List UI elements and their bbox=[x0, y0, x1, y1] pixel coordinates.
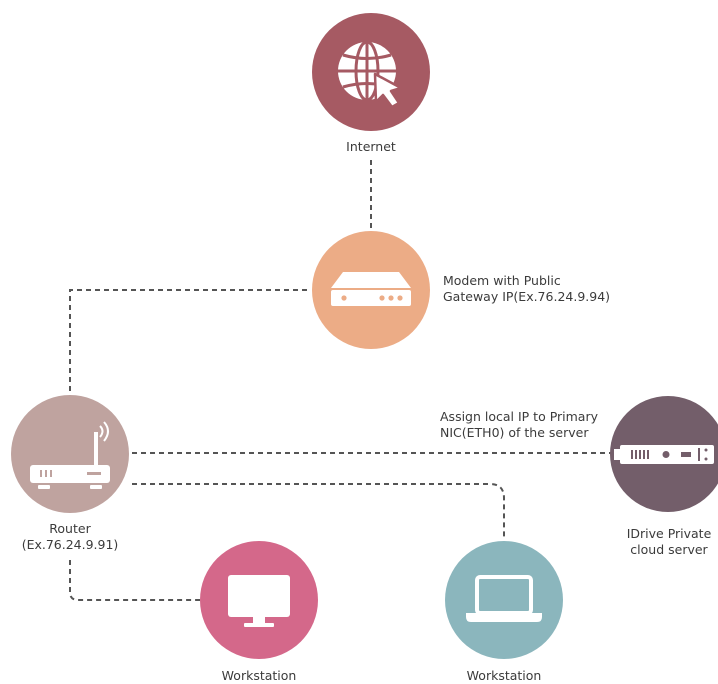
server-node bbox=[610, 396, 718, 512]
workstation-desktop-node bbox=[200, 541, 318, 659]
connector-router-desktop bbox=[69, 560, 200, 601]
modem-label-line-1: Modem with Public bbox=[443, 273, 561, 288]
router-label-line-2: (Ex.76.24.9.91) bbox=[21, 537, 119, 552]
globe-cursor-icon bbox=[338, 40, 403, 109]
modem-node bbox=[312, 231, 430, 349]
modem-label: Modem with Public Gateway IP(Ex.76.24.9.… bbox=[443, 273, 610, 305]
internet-label: Internet bbox=[346, 139, 396, 154]
router-label-line-1: Router bbox=[49, 521, 91, 536]
rack-server-icon bbox=[614, 445, 714, 464]
server-label-line-1: IDrive Private bbox=[626, 526, 712, 541]
connector-router-laptop bbox=[132, 483, 505, 540]
workstation-laptop-label: Workstation bbox=[466, 668, 542, 683]
desktop-monitor-icon bbox=[228, 575, 290, 627]
server-label: IDrive Private cloud server bbox=[627, 526, 712, 558]
router-server-connection-label: Assign local IP to Primary NIC(ETH0) of … bbox=[440, 409, 598, 441]
connector-modem-router bbox=[69, 289, 307, 393]
internet-node bbox=[312, 13, 430, 131]
modem-icon bbox=[331, 272, 411, 306]
wifi-router-icon bbox=[30, 421, 110, 489]
modem-label-line-2: Gateway IP(Ex.76.24.9.94) bbox=[443, 289, 611, 304]
server-label-line-2: cloud server bbox=[630, 542, 708, 557]
laptop-icon bbox=[466, 575, 542, 622]
router-label: Router (Ex.76.24.9.91) bbox=[22, 521, 119, 553]
connection-label-line-2: NIC(ETH0) of the server bbox=[440, 425, 589, 440]
connection-label-line-1: Assign local IP to Primary bbox=[440, 409, 599, 424]
workstation-laptop-node bbox=[445, 541, 563, 659]
workstation-desktop-label: Workstation bbox=[221, 668, 297, 683]
router-node bbox=[11, 395, 129, 513]
